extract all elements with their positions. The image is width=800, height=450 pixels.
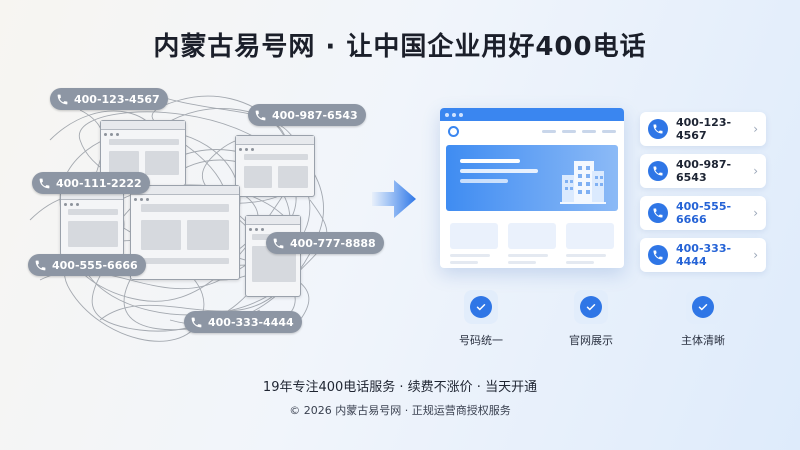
chevron-right-icon: › xyxy=(753,164,758,178)
phone-icon xyxy=(273,238,284,248)
messy-window xyxy=(245,215,301,297)
arrow-right-icon xyxy=(372,180,416,218)
phone-number: 400-123-4567 xyxy=(676,116,732,142)
content-card xyxy=(566,223,614,249)
phone-icon xyxy=(35,260,46,270)
messy-number-pill: 400-987-6543 xyxy=(248,104,366,126)
phone-list: 400-123-4567 › 400-987-6543 › 400-555-66… xyxy=(640,112,766,280)
phone-icon xyxy=(255,110,266,120)
pill-number: 400-987-6543 xyxy=(272,108,358,122)
phone-number: 400-333-4444 xyxy=(676,242,732,268)
messy-window xyxy=(60,190,124,256)
browser-nav xyxy=(440,121,624,141)
messy-number-pill: 400-333-4444 xyxy=(184,311,302,333)
feature-label: 主体清晰 xyxy=(681,334,725,347)
messy-number-cluster: 400-123-4567 400-987-6543 400-111-2222 4… xyxy=(20,80,384,350)
feature-clear-entity: 主体清晰 xyxy=(658,290,748,348)
feature-label: 官网展示 xyxy=(569,334,613,347)
phone-number: 400-987-6543 xyxy=(676,158,732,184)
phone-list-item[interactable]: 400-987-6543 › xyxy=(640,154,766,188)
content-card xyxy=(508,223,556,249)
phone-icon xyxy=(57,94,68,104)
phone-list-item[interactable]: 400-123-4567 › xyxy=(640,112,766,146)
pill-number: 400-555-6666 xyxy=(52,258,138,272)
phone-icon xyxy=(39,178,50,188)
copyright: © 2026 内蒙古易号网 · 正规运营商授权服务 xyxy=(289,404,511,417)
feature-website-display: 官网展示 xyxy=(546,290,636,348)
page-title: 内蒙古易号网 · 让中国企业用好400电话 xyxy=(153,32,647,62)
messy-number-pill: 400-777-8888 xyxy=(266,232,384,254)
browser-titlebar xyxy=(440,108,624,121)
chevron-right-icon: › xyxy=(753,248,758,262)
phone-number: 400-555-6666 xyxy=(676,200,732,226)
feature-label: 号码统一 xyxy=(459,334,503,347)
content-card xyxy=(450,223,498,249)
phone-icon xyxy=(648,245,668,265)
pill-number: 400-123-4567 xyxy=(74,92,160,106)
phone-list-item[interactable]: 400-555-6666 › xyxy=(640,196,766,230)
phone-list-item[interactable]: 400-333-4444 › xyxy=(640,238,766,272)
chevron-right-icon: › xyxy=(753,122,758,136)
tagline: 19年专注400电话服务 · 续费不涨价 · 当天开通 xyxy=(262,380,538,395)
check-icon xyxy=(470,296,492,318)
messy-number-pill: 400-111-2222 xyxy=(32,172,150,194)
messy-number-pill: 400-555-6666 xyxy=(28,254,146,276)
website-mockup xyxy=(440,108,624,268)
phone-icon xyxy=(648,203,668,223)
check-icon xyxy=(692,296,714,318)
feature-unified-number: 号码统一 xyxy=(436,290,526,348)
pill-number: 400-333-4444 xyxy=(208,315,294,329)
pill-number: 400-111-2222 xyxy=(56,176,142,190)
phone-icon xyxy=(648,119,668,139)
phone-icon xyxy=(648,161,668,181)
check-icon xyxy=(580,296,602,318)
messy-number-pill: 400-123-4567 xyxy=(50,88,168,110)
hero-banner xyxy=(446,145,618,211)
chevron-right-icon: › xyxy=(753,206,758,220)
messy-window xyxy=(130,185,240,280)
site-logo-icon xyxy=(448,125,459,137)
building-icon xyxy=(560,161,606,204)
messy-window xyxy=(235,135,315,197)
pill-number: 400-777-8888 xyxy=(290,236,376,250)
phone-icon xyxy=(191,317,202,327)
